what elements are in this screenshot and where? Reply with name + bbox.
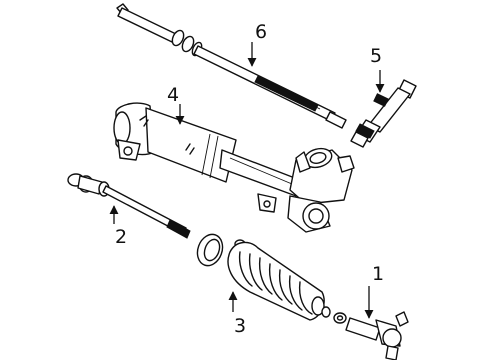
jam-nut: [333, 312, 347, 324]
callout-2: 2: [115, 226, 127, 248]
callout-4: 4: [167, 84, 179, 106]
boot-clamp-ring: [196, 233, 224, 267]
part-4-gear-housing: [113, 102, 355, 233]
callout-1: 1: [372, 263, 384, 285]
callout-5: 5: [370, 45, 382, 67]
callout-3: 3: [234, 315, 246, 337]
part-3-rack-boot: [227, 239, 331, 321]
part-6-rack-shaft: [116, 3, 347, 129]
part-5-pinion-valve: [350, 79, 417, 148]
part-1-outer-tie-rod-end: [345, 311, 409, 360]
part-2-inner-tie-rod: [67, 173, 191, 239]
callout-6: 6: [255, 21, 267, 43]
leader-lines: [109, 42, 385, 319]
